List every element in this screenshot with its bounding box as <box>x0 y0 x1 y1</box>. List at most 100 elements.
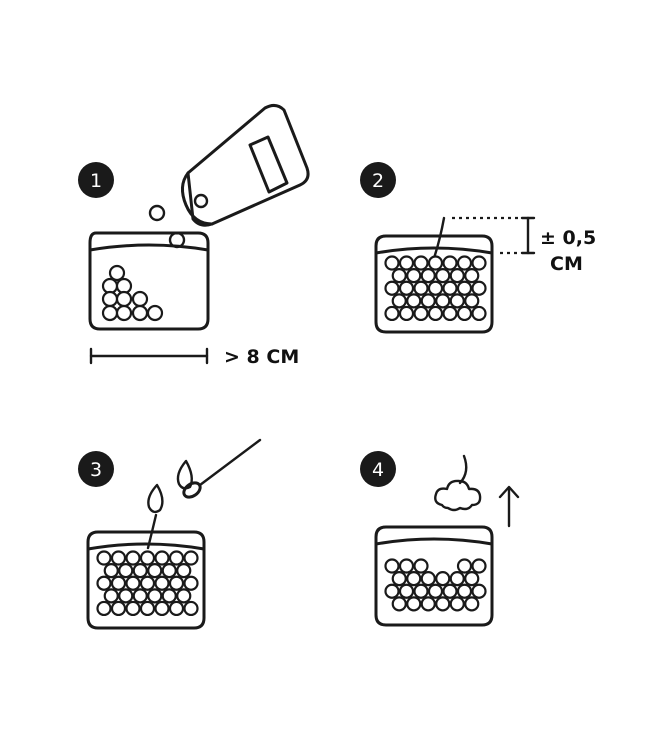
bead <box>420 268 436 284</box>
bead <box>168 550 185 566</box>
bead <box>118 588 134 604</box>
bead <box>406 596 422 612</box>
svg-text:3: 3 <box>90 459 102 481</box>
bead <box>471 280 487 296</box>
tolerance-unit: CM <box>550 253 583 275</box>
bead <box>132 588 148 604</box>
bead <box>110 600 127 617</box>
bead <box>471 583 487 599</box>
step-1: 1 <box>78 103 310 368</box>
bead <box>449 268 465 284</box>
container-icon <box>374 234 494 334</box>
bead <box>406 571 422 587</box>
bead <box>427 280 444 296</box>
bead <box>176 588 192 604</box>
step-3: 3 <box>78 438 262 630</box>
bead <box>435 268 451 284</box>
flame-icon <box>147 483 164 514</box>
width-label: > 8 CM <box>224 346 299 368</box>
bead <box>456 305 473 322</box>
step-2-badge: 2 <box>360 162 396 198</box>
bead <box>442 305 458 322</box>
bead <box>464 293 480 309</box>
level-tolerance-marker <box>452 216 536 255</box>
smoke-icon <box>434 479 482 512</box>
bead <box>442 280 458 296</box>
wick-icon <box>146 513 158 550</box>
bead <box>427 305 444 322</box>
bead <box>125 575 141 591</box>
bead <box>384 305 400 322</box>
bead <box>139 550 156 566</box>
bead <box>391 571 407 587</box>
bead <box>110 575 127 591</box>
bead <box>168 575 185 591</box>
bead <box>384 280 400 296</box>
wick-icon <box>432 216 446 260</box>
bead <box>435 596 451 612</box>
bead <box>161 563 177 579</box>
bead <box>442 255 458 271</box>
tolerance-label: ± 0,5 <box>540 227 596 249</box>
bead <box>435 571 451 587</box>
bead <box>456 558 473 574</box>
bead <box>435 293 451 309</box>
bead <box>398 255 415 271</box>
bead <box>154 575 170 591</box>
bead-fill <box>384 558 487 612</box>
bead <box>125 600 141 617</box>
bead <box>456 255 473 271</box>
match-icon <box>176 438 262 499</box>
bead <box>125 550 141 566</box>
container-icon <box>374 525 494 627</box>
bead <box>398 558 415 574</box>
bead <box>420 596 436 612</box>
step-4-badge: 4 <box>360 451 396 487</box>
bead <box>413 583 429 599</box>
smoke-trail <box>458 454 468 485</box>
svg-text:1: 1 <box>90 170 102 192</box>
bead <box>449 571 465 587</box>
bead <box>118 563 134 579</box>
bead <box>413 280 429 296</box>
bead <box>384 255 400 271</box>
bead <box>420 571 436 587</box>
bead <box>96 600 112 617</box>
bead <box>449 293 465 309</box>
container-icon <box>88 231 210 331</box>
bead-fill <box>384 255 487 322</box>
bead <box>398 280 415 296</box>
bead <box>456 280 473 296</box>
bead <box>384 583 400 599</box>
bead <box>183 575 199 591</box>
bead <box>384 558 400 574</box>
bead <box>406 268 422 284</box>
bead <box>139 600 156 617</box>
bead <box>427 583 444 599</box>
bead <box>398 305 415 322</box>
bead <box>413 255 429 271</box>
bead <box>442 583 458 599</box>
bead <box>154 550 170 566</box>
bead <box>103 588 119 604</box>
falling-bead <box>148 204 166 222</box>
bead <box>161 588 177 604</box>
bead <box>391 293 407 309</box>
svg-text:4: 4 <box>372 459 384 481</box>
step-4: 4 <box>360 451 520 627</box>
bead <box>103 563 119 579</box>
bead <box>96 550 112 566</box>
bead <box>168 600 185 617</box>
bead <box>176 563 192 579</box>
bead <box>391 596 407 612</box>
width-measure <box>89 347 209 365</box>
bead <box>183 550 199 566</box>
bead <box>464 596 480 612</box>
arrow-up-icon <box>498 485 520 528</box>
bead <box>413 305 429 322</box>
container-icon <box>86 530 206 630</box>
bead <box>420 293 436 309</box>
bead <box>471 255 487 271</box>
bead <box>449 596 465 612</box>
